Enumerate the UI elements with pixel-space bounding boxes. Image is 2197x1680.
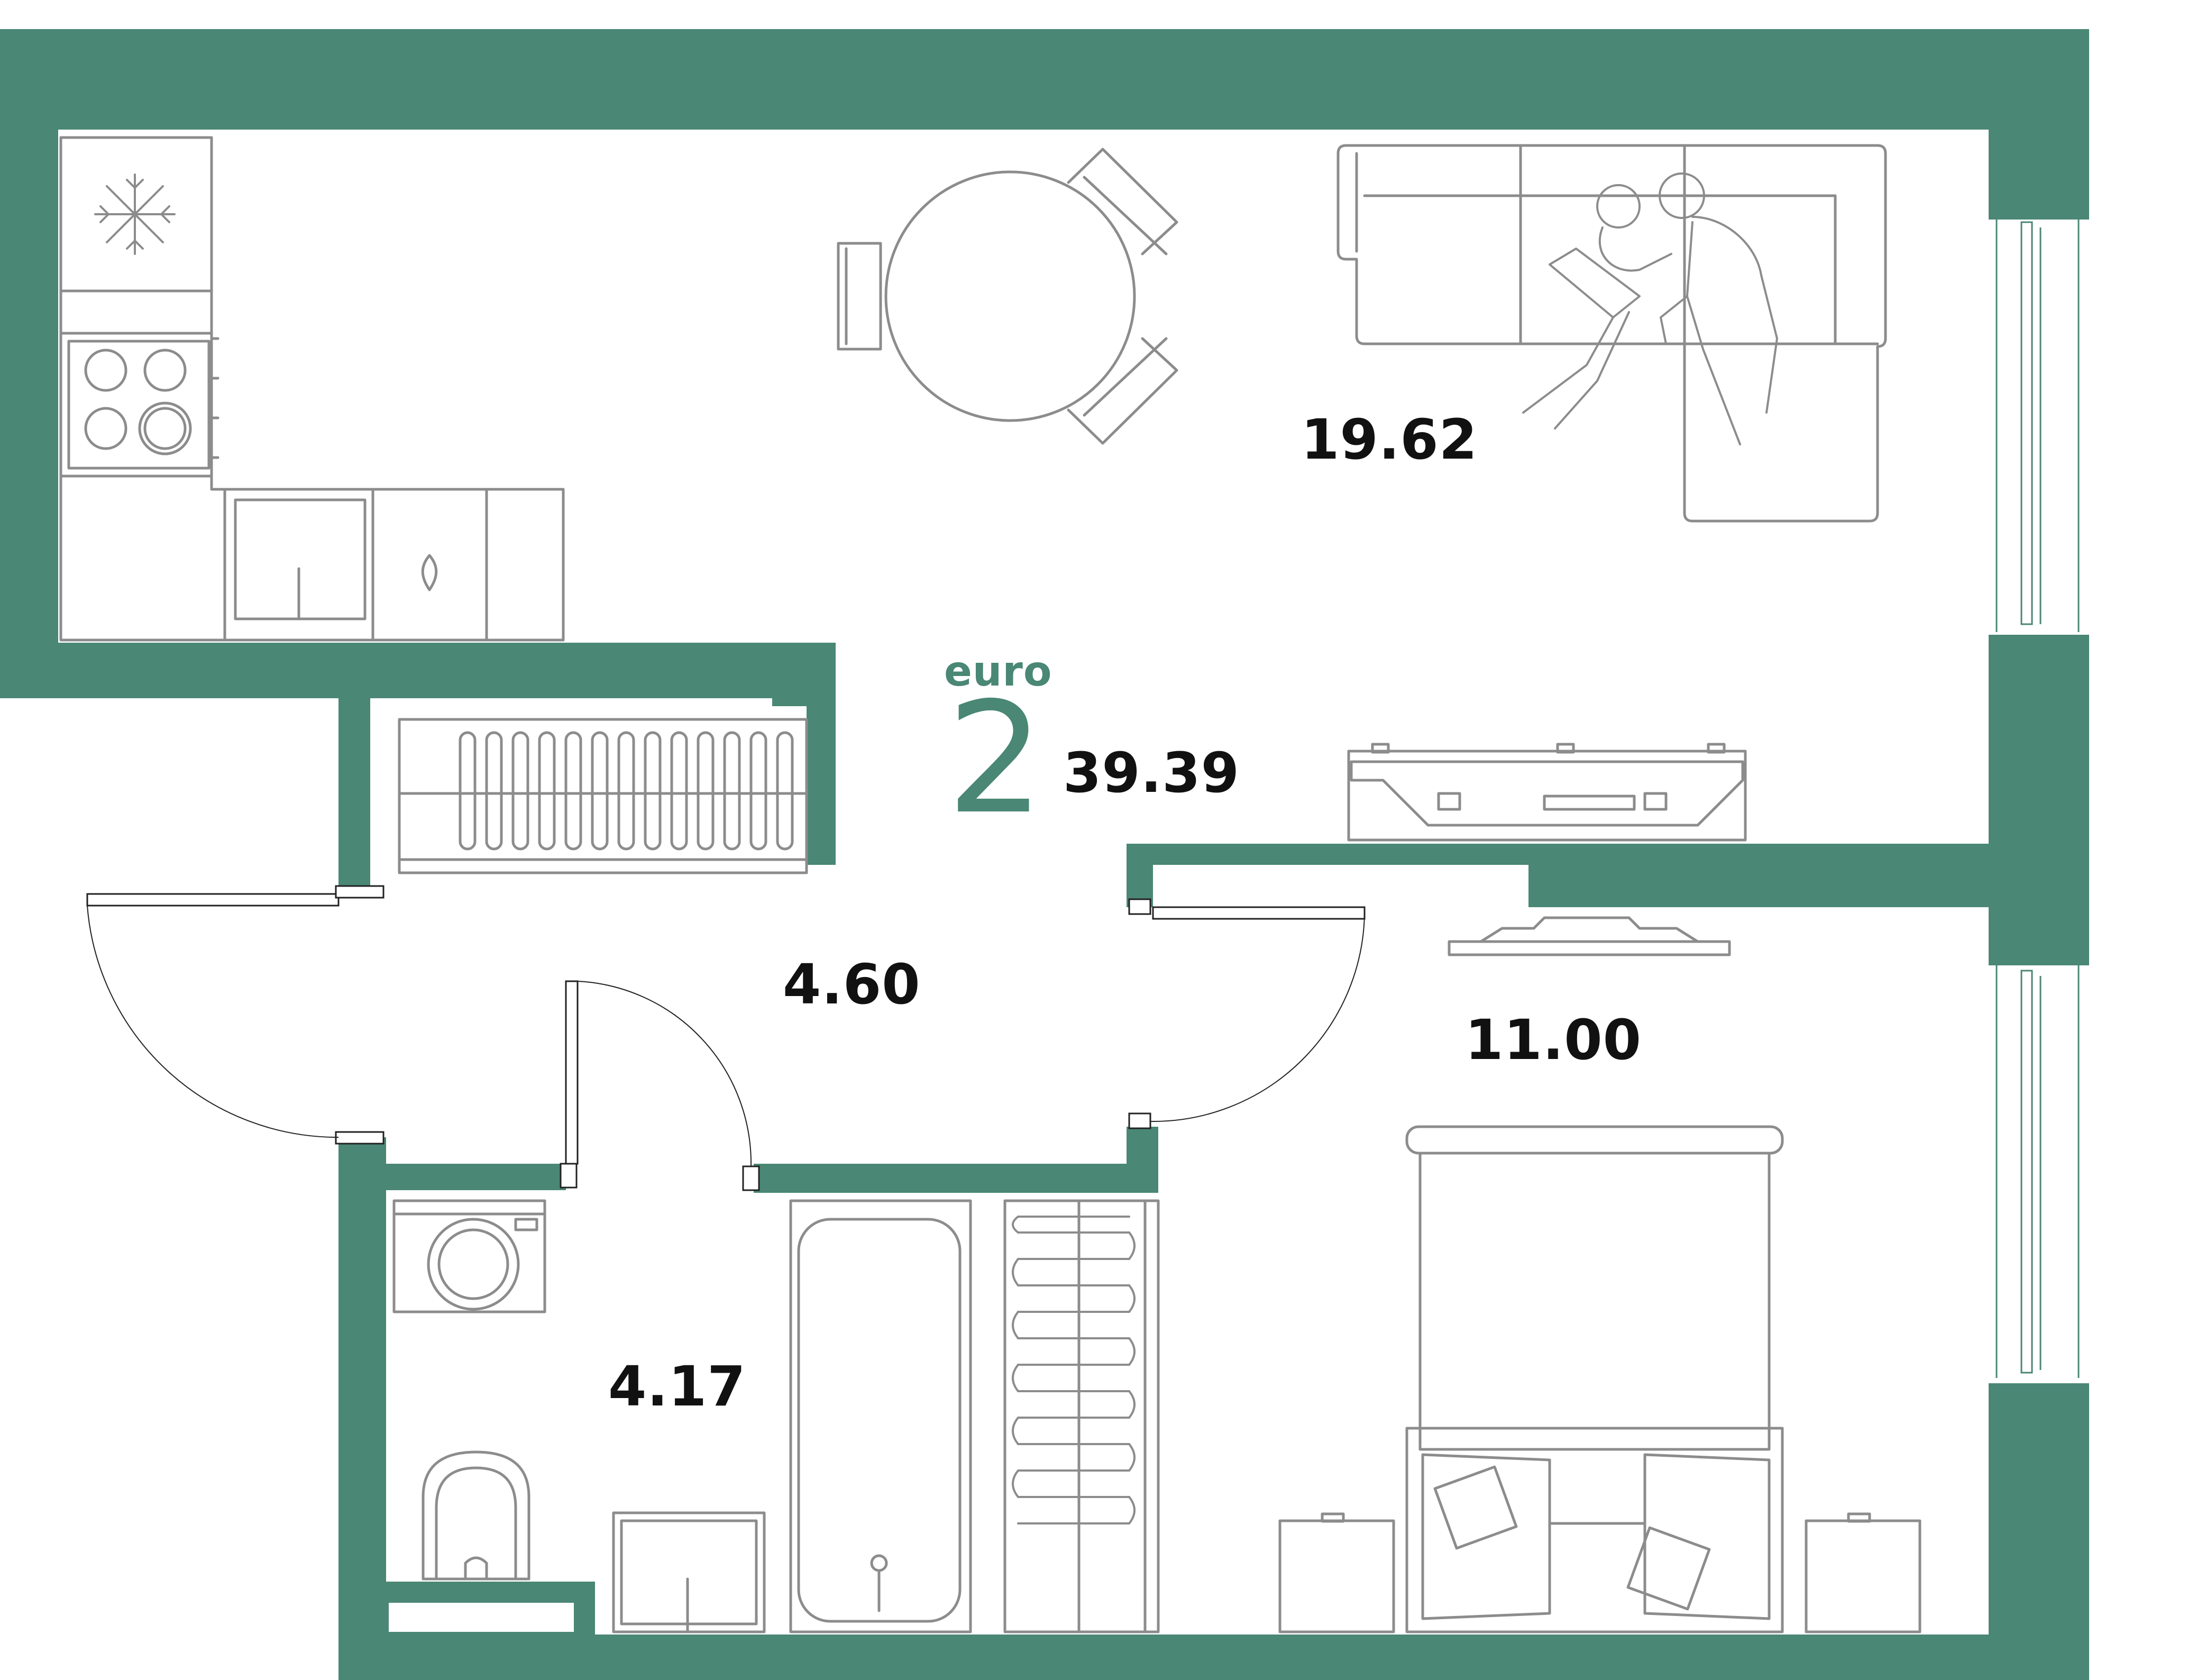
room-area-living: 19.62 <box>1301 407 1478 472</box>
kitchen-counter <box>59 136 565 642</box>
room-area-bathroom: 4.17 <box>608 1354 746 1419</box>
people-sketch <box>1522 172 1778 445</box>
walls <box>0 29 2089 1680</box>
fridge <box>59 136 213 293</box>
hall-wardrobe <box>398 718 808 874</box>
stove <box>59 332 219 478</box>
toilet <box>422 1450 530 1581</box>
bathtub <box>789 1199 972 1633</box>
washing-machine <box>392 1199 546 1313</box>
furniture <box>59 136 1921 1633</box>
sofa <box>1336 144 1887 523</box>
bed <box>1405 1125 1784 1633</box>
window-bedroom <box>1989 965 2089 1383</box>
doors <box>86 885 1366 1191</box>
bedroom-wardrobe <box>1003 1199 1160 1633</box>
plan-type-label: euro <box>944 648 1052 696</box>
room-area-hall: 4.60 <box>783 952 921 1017</box>
rooms-count: 2 <box>947 670 1045 848</box>
window-living <box>1989 220 2089 635</box>
total-area: 39.39 <box>1063 741 1240 805</box>
nightstands <box>1278 1512 1921 1633</box>
room-area-bedroom: 11.00 <box>1465 1008 1642 1072</box>
bath-sink <box>612 1511 766 1633</box>
tv-unit-living <box>1347 743 1747 842</box>
tv-unit-bedroom <box>1448 916 1731 956</box>
dining-set <box>837 148 1178 445</box>
